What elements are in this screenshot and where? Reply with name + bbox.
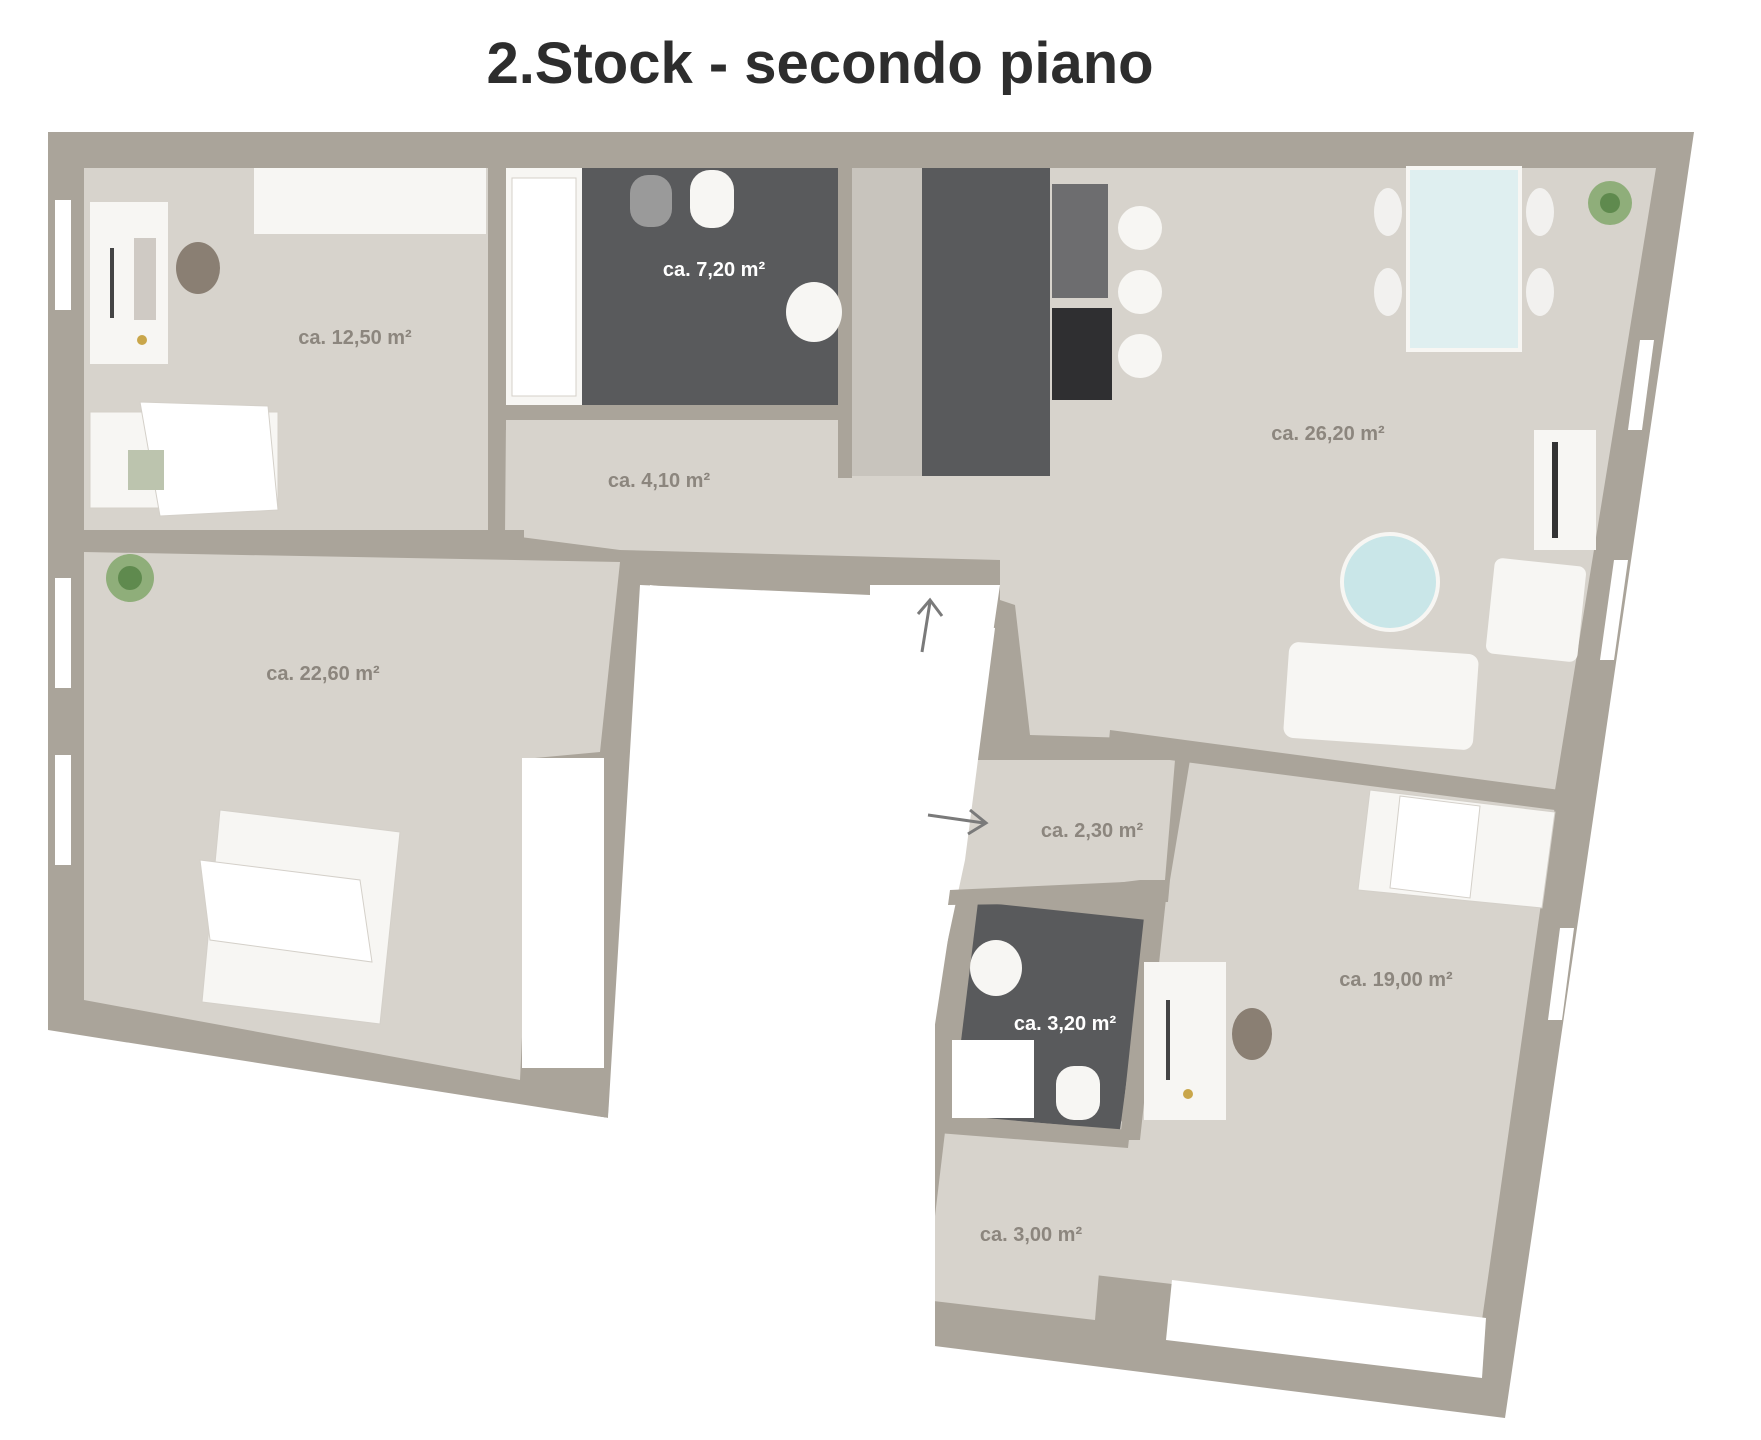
round-table-icon: [1340, 532, 1440, 632]
bar-stool-3: [1118, 334, 1162, 378]
entrance-arrow-icon: [916, 597, 944, 653]
area-label-storage: ca. 3,00 m²: [980, 1224, 1083, 1246]
wardrobe-master-icon: [522, 758, 604, 1068]
plant-icon: [106, 554, 154, 602]
wall-bathroom-hall: [490, 405, 850, 420]
toilet-icon-2: [690, 170, 734, 228]
sofa-icon: [1283, 642, 1479, 750]
wardrobe-icon: [254, 168, 486, 234]
wall-corridor-upper: [838, 168, 852, 478]
sink-small-icon: [970, 940, 1022, 996]
storage-floor: [925, 1132, 1110, 1320]
wardrobe-second-icon: [1166, 1280, 1486, 1378]
hall-small-floor: [955, 760, 1175, 890]
desk-icon: [90, 202, 168, 364]
area-label-hallway: ca. 4,10 m²: [608, 470, 711, 492]
stove-icon: [1052, 308, 1112, 400]
bed-master-icon: [199, 809, 401, 1025]
desk-second-icon: [1144, 962, 1226, 1120]
wall-bedroom-hall: [84, 530, 524, 552]
area-label-hall-small: ca. 2,30 m²: [1041, 820, 1144, 842]
window-bedroom-master-1: [55, 578, 71, 688]
toilet-small-icon: [1056, 1066, 1100, 1120]
plan-title: 2.Stock - secondo piano: [486, 31, 1154, 96]
wall-storage-top: [938, 1115, 1130, 1148]
armchair-icon: [1486, 558, 1586, 662]
area-label-bedroom-master: ca. 22,60 m²: [266, 663, 380, 685]
bed-icon: [89, 401, 279, 517]
wall-bath-bed: [488, 168, 506, 430]
wall-living-bedroom2: [1108, 730, 1560, 810]
dining-table-icon: [1374, 166, 1554, 352]
sink-icon: [786, 282, 842, 342]
shower-icon: [952, 1040, 1034, 1118]
light-well-lower: [48, 1040, 610, 1440]
kitchen-island: [852, 168, 922, 476]
bar-stool-1: [1118, 206, 1162, 250]
entrance-arrow-icon-2: [927, 808, 989, 836]
area-label-bedroom-small: ca. 12,50 m²: [298, 327, 412, 349]
hallway-floor: [505, 420, 1000, 560]
kitchen-counter: [922, 168, 1050, 476]
area-label-bathroom-main: ca. 7,20 m²: [663, 259, 766, 281]
kitchen-sink-icon: [1052, 184, 1108, 298]
window-bedroom2: [1548, 928, 1574, 1020]
bathtub-icon: [506, 168, 582, 405]
area-label-bathroom-small: ca. 3,20 m²: [1014, 1013, 1117, 1035]
bedroom-second-floor: [1095, 760, 1555, 1320]
bed-second-icon: [1357, 789, 1556, 909]
window-bedroom-master-2: [55, 755, 71, 865]
window-bedroom-small: [55, 200, 71, 310]
toilet-icon: [630, 175, 672, 227]
window-living-2: [1600, 560, 1628, 660]
area-label-living-kitchen: ca. 26,20 m²: [1271, 423, 1385, 445]
wall-smallbath-top: [948, 880, 1170, 905]
bar-stool-2: [1118, 270, 1162, 314]
window-living-1: [1628, 340, 1654, 430]
chair-second-icon: [1232, 1008, 1272, 1060]
plant-living-icon: [1588, 181, 1632, 225]
chair-icon: [176, 242, 220, 294]
area-label-bedroom-second: ca. 19,00 m²: [1339, 969, 1453, 991]
tv-icon: [1534, 430, 1596, 550]
bathroom-main-floor: [506, 168, 838, 405]
